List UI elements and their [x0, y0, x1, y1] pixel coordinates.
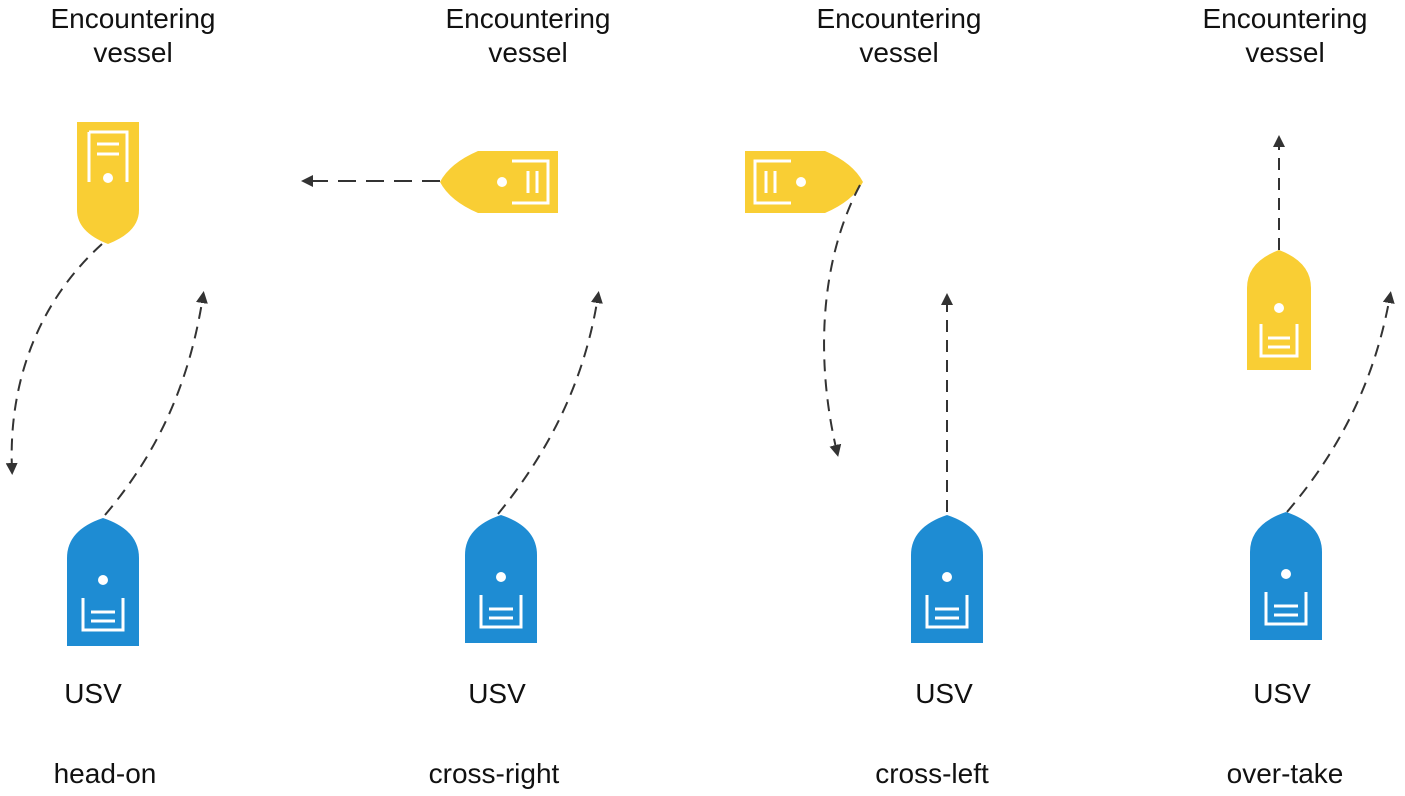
cross-left-usv-icon	[911, 515, 983, 643]
cross-left-vessel-trajectory	[823, 184, 861, 452]
cross-right-usv-trajectory	[497, 296, 598, 515]
head-on-usv-icon	[67, 518, 139, 646]
cross-left-scenario-label: cross-left	[875, 758, 989, 789]
over-take-usv-trajectory	[1286, 296, 1390, 513]
over-take-usv-label: USV	[1253, 678, 1311, 709]
head-on-scenario-label: head-on	[53, 758, 157, 789]
cross-left-usv-label: USV	[915, 678, 973, 709]
head-on-usv-label: USV	[64, 678, 122, 709]
head-on-usv-trajectory	[104, 296, 203, 516]
cross-right-encountering-vessel-icon	[440, 151, 558, 213]
cross-left-encountering-vessel-icon	[745, 151, 863, 213]
cross-right-scenario-label: cross-right	[428, 758, 560, 789]
over-take-usv-icon	[1250, 512, 1322, 640]
over-take-encountering-vessel-icon	[1247, 250, 1311, 370]
head-on-encountering-vessel-icon	[77, 122, 139, 244]
cross-right-usv-label: USV	[468, 678, 526, 709]
cross-right-usv-icon	[465, 515, 537, 643]
head-on-vessel-trajectory	[12, 243, 103, 470]
over-take-scenario-label: over-take	[1226, 758, 1344, 789]
